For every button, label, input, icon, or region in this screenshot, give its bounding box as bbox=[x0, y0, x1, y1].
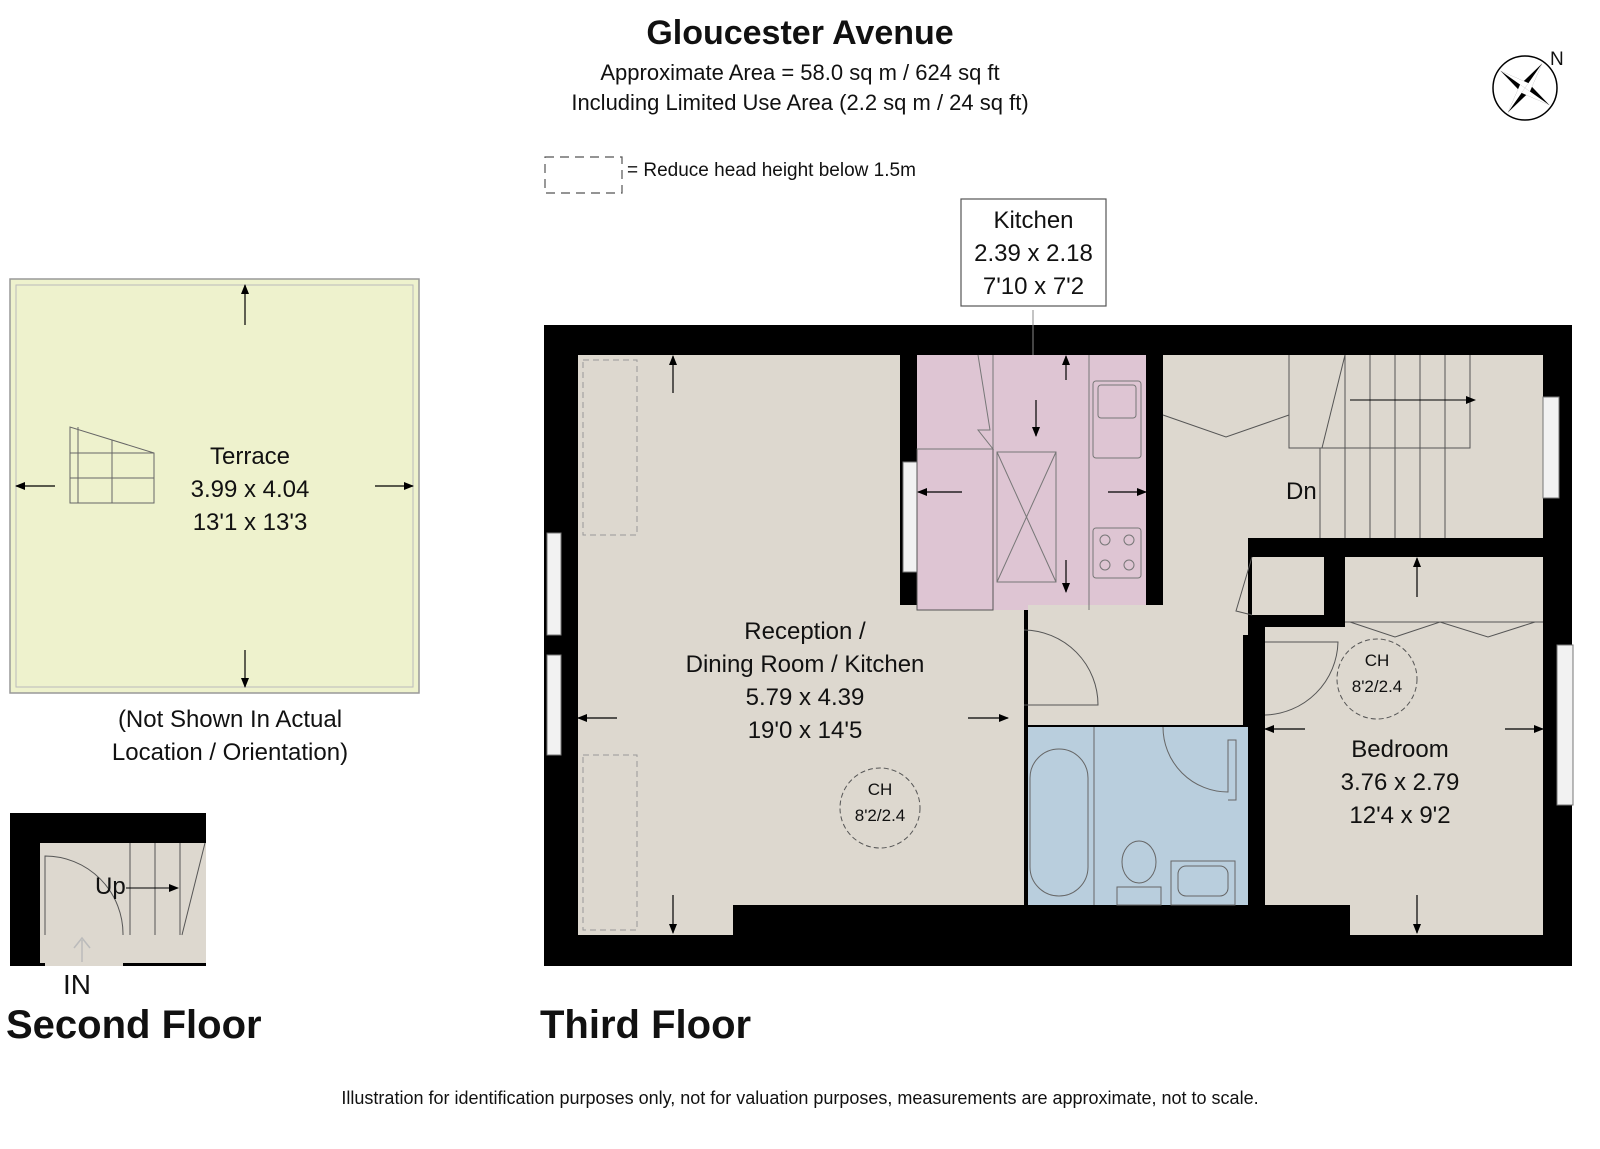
ceiling-height-marker bbox=[1336, 638, 1418, 720]
terrace-note-line1: (Not Shown In Actual bbox=[117, 706, 343, 733]
second-floor-plan bbox=[10, 813, 206, 966]
bedroom-label: Bedroom 3.76 x 2.79 12'4 x 9'2 bbox=[1310, 733, 1490, 832]
terrace-metric: 3.99 x 4.04 bbox=[190, 476, 310, 503]
bedroom-metric: 3.76 x 2.79 bbox=[1340, 769, 1460, 796]
bathroom-floor bbox=[1028, 727, 1248, 905]
ceiling-height-reception: CH 8'2/2.4 bbox=[840, 777, 920, 829]
plan-title: Gloucester Avenue bbox=[646, 14, 954, 52]
bedroom-imperial: 12'4 x 9'2 bbox=[1349, 802, 1451, 829]
kitchen-floor bbox=[917, 355, 1146, 610]
kitchen-imperial: 7'10 x 7'2 bbox=[982, 273, 1085, 300]
entrance-arrow-icon bbox=[73, 936, 91, 962]
kitchen-label-box bbox=[960, 198, 1107, 307]
reception-label: Reception / Dining Room / Kitchen 5.79 x… bbox=[655, 615, 955, 747]
third-floor-plan bbox=[544, 310, 1574, 966]
ch-label: CH bbox=[867, 780, 893, 799]
windows bbox=[546, 396, 1574, 806]
ch-label: CH bbox=[1364, 651, 1390, 670]
terrace-note-line2: Location / Orientation) bbox=[111, 739, 349, 766]
reception-name-line2: Dining Room / Kitchen bbox=[685, 651, 925, 678]
reception-imperial: 19'0 x 14'5 bbox=[747, 717, 863, 744]
stairs-up-label: Up bbox=[95, 873, 126, 900]
ch-value: 8'2/2.4 bbox=[854, 806, 906, 825]
ceiling-height-bedroom: CH 8'2/2.4 bbox=[1337, 648, 1417, 700]
entrance-label: IN bbox=[63, 969, 91, 1000]
kitchen-label: Kitchen 2.39 x 2.18 7'10 x 7'2 bbox=[961, 204, 1106, 303]
legend-dashed-box bbox=[544, 156, 623, 194]
third-floor-title: Third Floor bbox=[540, 1003, 752, 1047]
limited-use-area: Including Limited Use Area (2.2 sq m / 2… bbox=[571, 90, 1029, 115]
legend-label: = Reduce head height below 1.5m bbox=[627, 160, 916, 181]
second-floor-title: Second Floor bbox=[6, 1003, 262, 1047]
reception-metric: 5.79 x 4.39 bbox=[745, 684, 865, 711]
terrace-imperial: 13'1 x 13'3 bbox=[192, 509, 308, 536]
terrace-name: Terrace bbox=[209, 443, 291, 470]
reception-floor bbox=[578, 355, 1024, 935]
terrace-area bbox=[9, 278, 420, 694]
terrace-note: (Not Shown In Actual Location / Orientat… bbox=[60, 703, 400, 769]
terrace-stair-icon bbox=[69, 426, 155, 504]
kitchen-metric: 2.39 x 2.18 bbox=[974, 240, 1093, 267]
disclaimer: Illustration for identification purposes… bbox=[341, 1088, 1259, 1108]
ceiling-height-marker bbox=[839, 767, 921, 849]
approximate-area: Approximate Area = 58.0 sq m / 624 sq ft bbox=[600, 60, 1000, 85]
reception-name-line1: Reception / bbox=[744, 618, 866, 645]
stairs-down-label: Dn bbox=[1286, 478, 1317, 505]
north-label: N bbox=[1550, 49, 1564, 70]
ch-value: 8'2/2.4 bbox=[1351, 677, 1403, 696]
terrace-label: Terrace 3.99 x 4.04 13'1 x 13'3 bbox=[155, 440, 345, 539]
bedroom-floor bbox=[1265, 627, 1543, 935]
kitchen-name: Kitchen bbox=[993, 207, 1074, 234]
north-compass-icon bbox=[1492, 55, 1558, 121]
bedroom-name: Bedroom bbox=[1351, 736, 1449, 763]
